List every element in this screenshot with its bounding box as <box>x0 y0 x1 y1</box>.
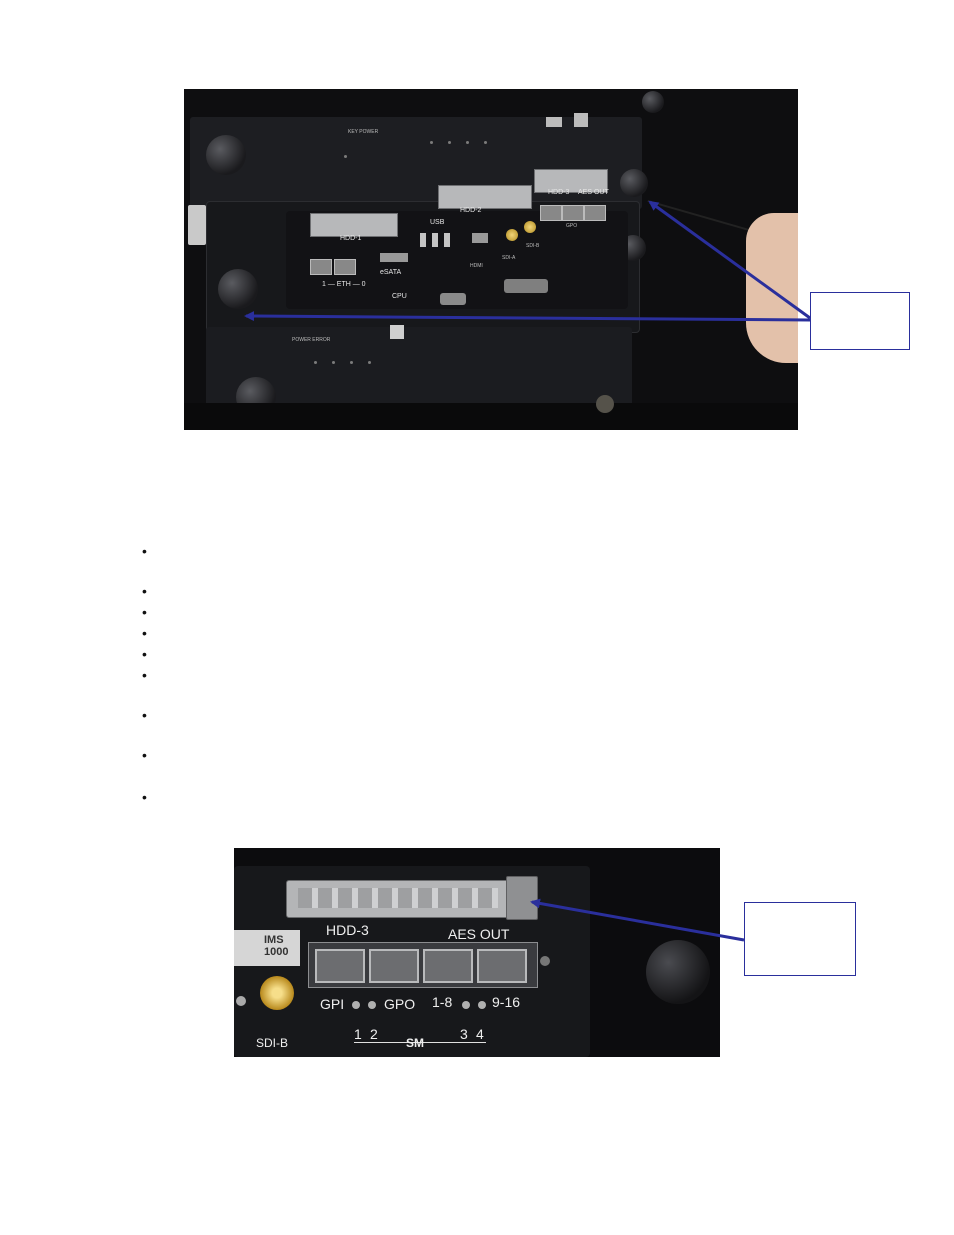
cpu-label: CPU <box>392 293 407 300</box>
gpi-label: GPI <box>320 996 345 1012</box>
rack-knob <box>642 91 664 113</box>
hdd3-latch <box>506 876 538 920</box>
gpo-label: GPO <box>384 996 416 1012</box>
aes-jack <box>423 949 473 983</box>
hdd-bay <box>534 169 608 193</box>
callout-box-top <box>810 292 910 350</box>
sdi-b-label: SDI-B <box>256 1036 289 1050</box>
aes-led <box>478 1001 486 1009</box>
sub-d-connector <box>440 293 466 305</box>
eth-port <box>310 259 332 275</box>
bullet-item: • <box>142 646 147 662</box>
sm-label: SM <box>406 1036 424 1050</box>
sdi-b-connector <box>260 976 294 1010</box>
power-error-label: POWER ERROR <box>292 337 331 343</box>
bullet-item: • <box>142 543 147 559</box>
rack-knob <box>646 940 710 1004</box>
aes-jack <box>315 949 365 983</box>
bullet-item: • <box>142 604 147 620</box>
aes-out-label: AES OUT <box>448 926 510 942</box>
rack-knob <box>206 135 246 175</box>
aes-jack <box>562 205 584 221</box>
bullet-item: • <box>142 747 147 763</box>
sub-d-connector <box>504 279 548 293</box>
eth-label: 1 — ETH — 0 <box>322 281 366 288</box>
rack-shelf <box>184 403 798 430</box>
gpi-led <box>352 1001 360 1009</box>
hdmi-port <box>472 233 488 243</box>
status-led <box>448 141 451 144</box>
status-led <box>466 141 469 144</box>
hdd1-label: HDD-1 <box>340 235 362 242</box>
rack-tag <box>188 205 206 245</box>
key-power-label: KEY POWER <box>348 129 379 135</box>
esata-label: eSATA <box>380 269 402 276</box>
usb-label: USB <box>430 219 445 226</box>
hdd2-label: HDD-2 <box>460 207 482 214</box>
usb-in-port <box>390 325 404 339</box>
usb-port <box>420 233 426 247</box>
logo-model-text: IMS 1000 <box>264 934 289 958</box>
usb-port <box>444 233 450 247</box>
closeup-photo: HDD-3 AES OUT IMS 1000 SDI-B GPI GPO 1-8… <box>234 848 720 1057</box>
gpo-label: GPO <box>566 223 578 229</box>
status-led <box>430 141 433 144</box>
bullet-item: • <box>142 625 147 641</box>
gpi-led <box>368 1001 376 1009</box>
rack-photo: KEY POWER HDD-1 HDD-2 HDD-3 AES OUT 1 — … <box>184 89 798 430</box>
range-1-8-label: 1-8 <box>432 994 453 1010</box>
sm-2-label: 2 <box>370 1026 378 1042</box>
hand <box>746 213 798 363</box>
status-led <box>484 141 487 144</box>
sdi-a-connector <box>506 229 518 241</box>
status-led <box>350 361 353 364</box>
rack-knob <box>620 169 648 197</box>
eth-port <box>334 259 356 275</box>
bay-vent <box>298 888 498 908</box>
callout-box-bottom <box>744 902 856 976</box>
status-led <box>368 361 371 364</box>
sm-4-label: 4 <box>476 1026 484 1042</box>
bullet-item: • <box>142 667 147 683</box>
ims-logo: IMS 1000 <box>234 930 300 966</box>
hdd3-label: HDD-3 <box>326 922 369 938</box>
aes-jack <box>477 949 527 983</box>
aes-jack <box>540 205 562 221</box>
bullet-item: • <box>142 789 147 805</box>
rack-top-unit <box>190 117 642 209</box>
mount-screw <box>236 996 246 1006</box>
usb-port <box>432 233 438 247</box>
sm-1-label: 1 <box>354 1026 362 1042</box>
hdd-bay <box>310 213 398 237</box>
aes-led <box>462 1001 470 1009</box>
aes-jack <box>369 949 419 983</box>
sdi-b-connector <box>524 221 536 233</box>
aes-jack <box>584 205 606 221</box>
sdi-b-label: SDI-B <box>526 243 540 249</box>
sm-bracket <box>354 1042 486 1043</box>
usb-port <box>546 117 562 127</box>
mount-screw <box>540 956 550 966</box>
hdmi-label: HDMI <box>470 263 483 269</box>
bullet-item: • <box>142 583 147 599</box>
esata-port <box>380 253 408 262</box>
status-led <box>344 155 347 158</box>
status-led <box>332 361 335 364</box>
range-9-16-label: 9-16 <box>492 994 521 1010</box>
hdd-bay <box>438 185 532 209</box>
sm-3-label: 3 <box>460 1026 468 1042</box>
aes-out-label: AES OUT <box>578 189 609 196</box>
aes-jack-row <box>308 942 538 988</box>
sdi-a-label: SDI-A <box>502 255 516 261</box>
rack-bolt <box>596 395 614 413</box>
bullet-item: • <box>142 707 147 723</box>
status-led <box>314 361 317 364</box>
hdd3-label: HDD-3 <box>548 189 570 196</box>
rack-knob <box>218 269 258 309</box>
usb-port <box>574 113 588 127</box>
